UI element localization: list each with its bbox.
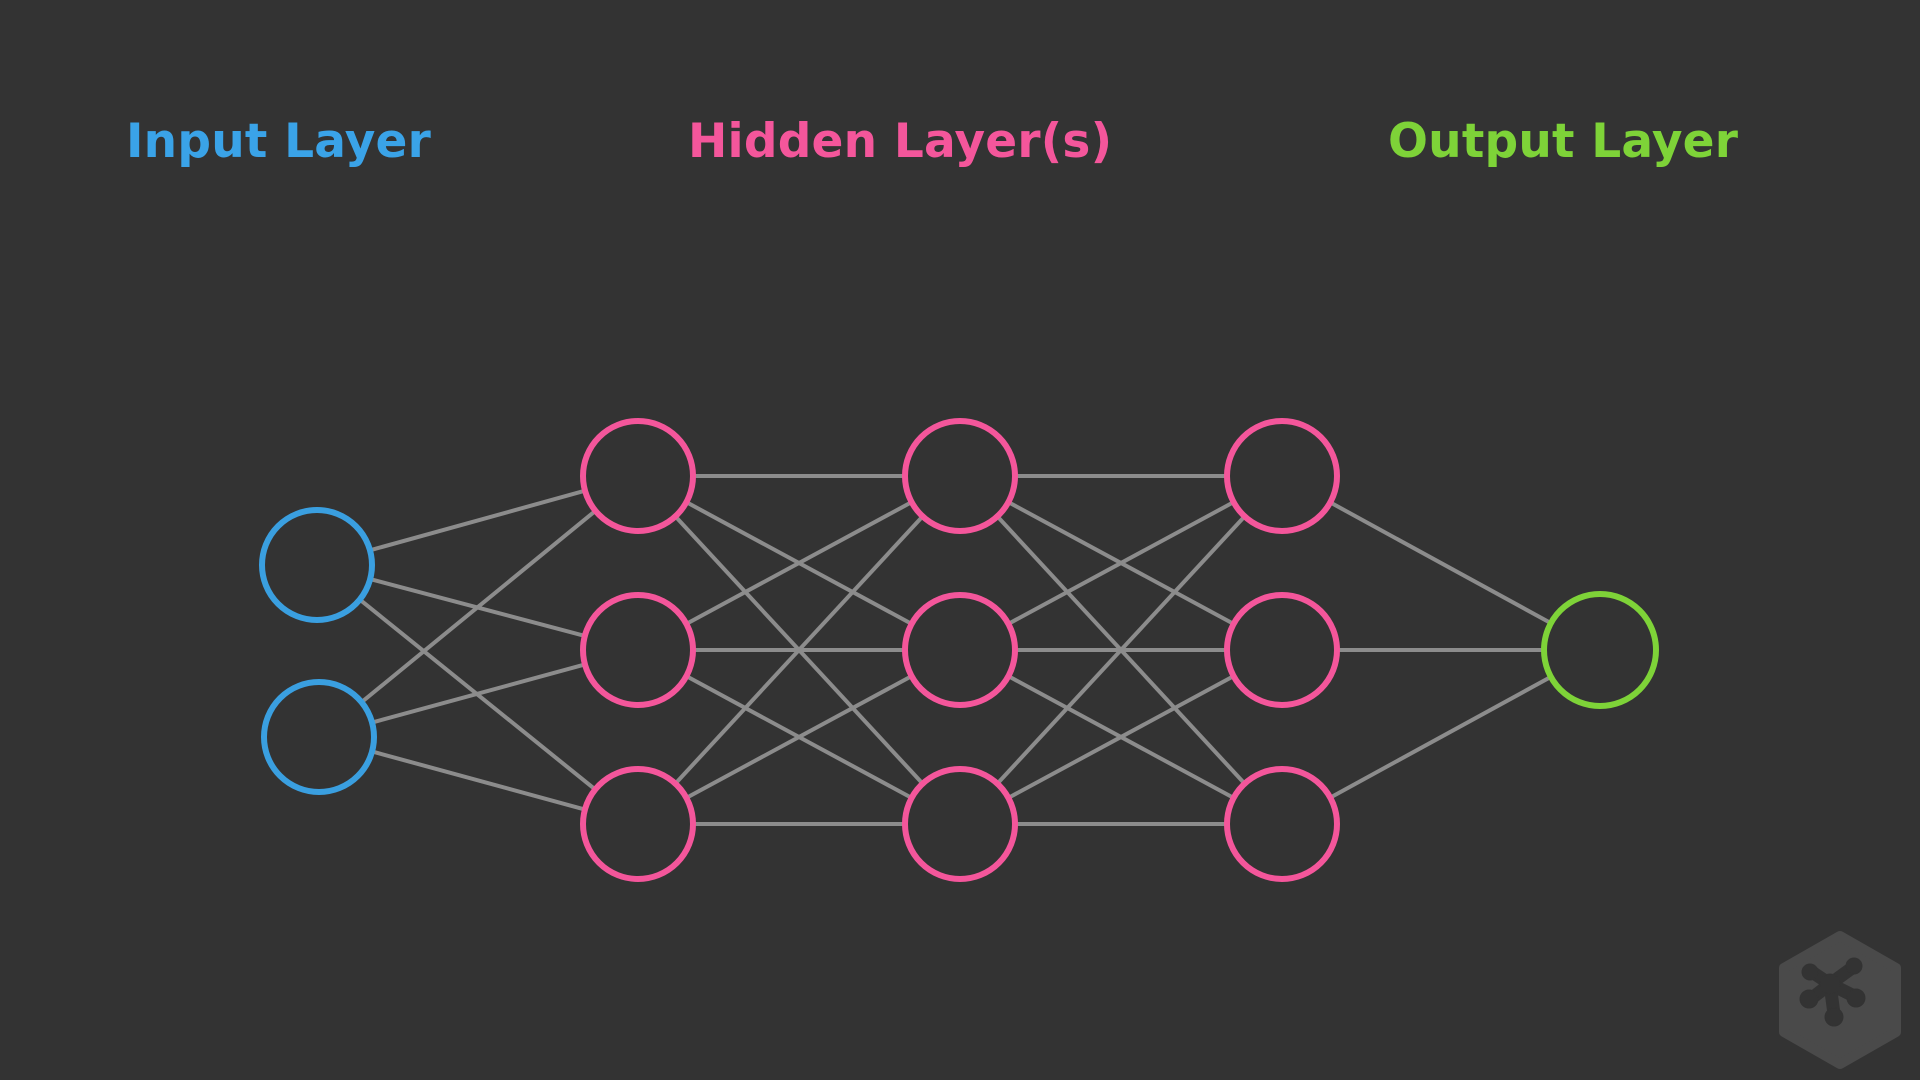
edge-l2n2-to-l3n0 <box>995 515 1247 785</box>
nodes-group <box>259 418 1659 882</box>
node-output-4-0 <box>1541 591 1659 709</box>
node-hidden-2-1 <box>902 592 1018 708</box>
edge-l3n0-to-l4n0 <box>1329 500 1552 625</box>
edge-l1n2-to-l2n0 <box>673 515 925 785</box>
node-hidden-3-2 <box>1224 766 1340 882</box>
edge-l1n1-to-l2n0 <box>685 500 913 626</box>
input-layer-label: Input Layer <box>126 114 431 169</box>
node-hidden-3-0 <box>1224 418 1340 534</box>
edge-l0n1-to-l1n1 <box>371 662 586 725</box>
edges-group <box>358 474 1552 826</box>
hidden-layer-label: Hidden Layer(s) <box>688 114 1113 169</box>
edge-l2n1-to-l3n0 <box>1007 500 1235 626</box>
node-input-0-0 <box>259 507 375 623</box>
edge-l0n0-to-l1n0 <box>369 488 586 553</box>
node-hidden-3-1 <box>1224 592 1340 708</box>
node-hidden-2-0 <box>902 418 1018 534</box>
node-hidden-1-1 <box>580 592 696 708</box>
node-hidden-2-2 <box>902 766 1018 882</box>
edge-l2n2-to-l3n1 <box>1007 674 1235 800</box>
hexagon-neuron-logo-icon <box>1779 931 1901 1069</box>
edge-l3n2-to-l4n0 <box>1329 675 1552 800</box>
node-hidden-1-2 <box>580 766 696 882</box>
edge-l1n2-to-l2n1 <box>685 674 913 800</box>
node-input-0-1 <box>261 679 377 795</box>
edge-l0n1-to-l1n2 <box>371 749 586 812</box>
output-layer-label: Output Layer <box>1388 114 1739 169</box>
node-hidden-1-0 <box>580 418 696 534</box>
edge-l0n1-to-l1n0 <box>360 509 597 704</box>
